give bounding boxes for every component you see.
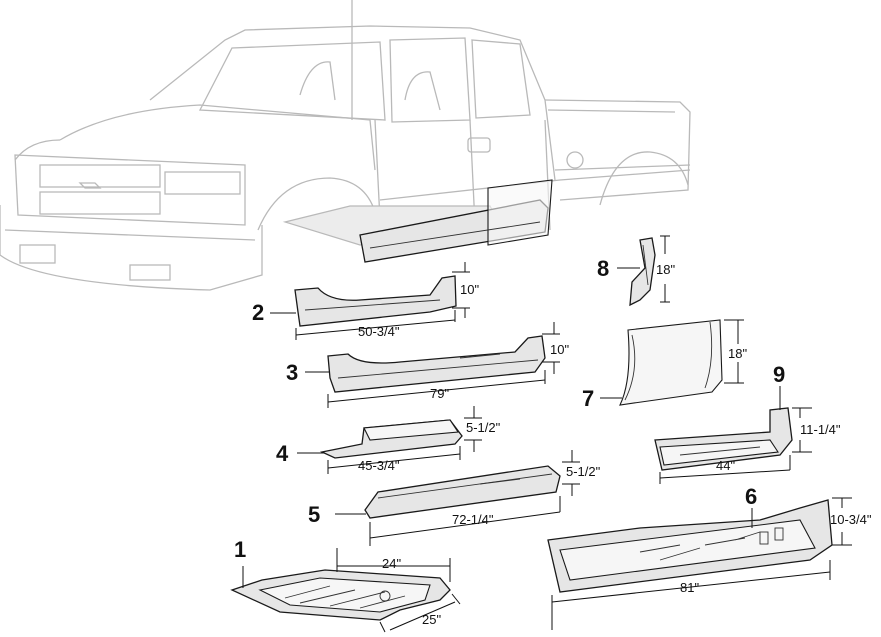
part-number-5: 5 (308, 502, 320, 527)
dimension-part-5-length: 72-1/4" (452, 512, 494, 527)
dimension-part-1-depth: 25" (422, 612, 441, 627)
part-number-4: 4 (276, 441, 289, 466)
dimension-part-5-height: 5-1/2" (566, 464, 601, 479)
dimension-part-1-width: 24" (382, 556, 401, 571)
dimension-part-2-length: 50-3/4" (358, 324, 400, 339)
part-number-6: 6 (745, 484, 757, 509)
part-number-9: 9 (773, 362, 785, 387)
part-number-3: 3 (286, 360, 298, 385)
part-7-group (600, 319, 744, 406)
pickup-truck-illustration (0, 0, 691, 291)
dimension-part-6-height: 10-3/4" (830, 512, 872, 527)
part-number-8: 8 (597, 256, 609, 281)
part-2-group (270, 262, 470, 340)
dimension-part-9-length: 44" (716, 458, 735, 473)
dimension-part-2-height: 10" (460, 282, 479, 297)
part-9-group (654, 386, 812, 484)
dimension-part-4-height: 5-1/2" (466, 420, 501, 435)
part-5-group (335, 450, 580, 546)
part-3-group (305, 322, 560, 408)
part-1-group (230, 548, 461, 633)
dimension-part-8-height: 18" (656, 262, 675, 277)
dimension-part-7-height: 18" (728, 346, 747, 361)
part-number-1: 1 (234, 537, 246, 562)
dimension-part-3-height: 10" (550, 342, 569, 357)
dimension-part-3-length: 79" (430, 386, 449, 401)
part-number-2: 2 (252, 300, 264, 325)
part-number-7: 7 (582, 386, 594, 411)
part-8-group (617, 235, 670, 307)
part-6-group (547, 497, 852, 630)
dimension-part-6-length: 81" (680, 580, 699, 595)
part-4-group (297, 406, 482, 474)
dimension-part-9-height: 11-1/4" (800, 422, 841, 437)
dimension-part-4-length: 45-3/4" (358, 458, 400, 473)
